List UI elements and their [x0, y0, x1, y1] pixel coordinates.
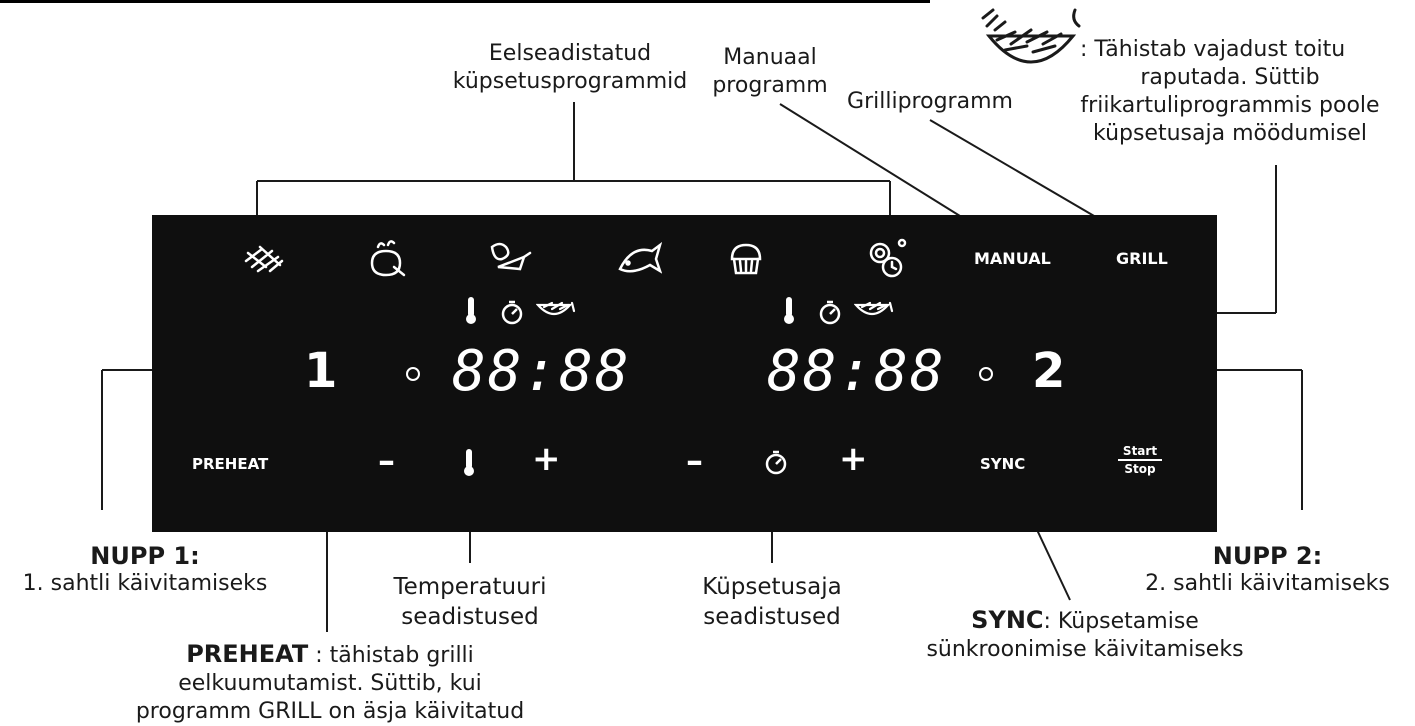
shake-note-annotation: : Tähistab vajadust toitu: [1080, 36, 1410, 64]
button2-desc: 2. sahtli käivitamiseks: [1145, 571, 1390, 596]
sync-button[interactable]: SYNC: [980, 455, 1026, 473]
preset-programs-annotation: Eelseadistatud küpsetusprogrammid: [400, 40, 740, 96]
time-settings-annotation: Küpsetusaja seadistused: [662, 572, 882, 632]
zone2-indicator-dot: [979, 367, 993, 381]
shake-note-line3: friikartuliprogrammis poole: [1080, 93, 1380, 118]
time-settings-line1: Küpsetusaja: [702, 574, 842, 600]
shake-note-line1: : Tähistab vajadust toitu: [1080, 37, 1346, 62]
custom-program-icon[interactable]: [862, 235, 910, 281]
manual-program-line1: Manuaal: [723, 45, 817, 70]
zone2-display: 88:88: [767, 339, 946, 404]
shake-status-icon-zone2: [854, 301, 894, 316]
shake-basket-icon: [981, 8, 1081, 64]
start-label: Start: [1118, 443, 1162, 461]
preheat-indicator: PREHEAT: [192, 455, 269, 473]
preset-programs-line1: Eelseadistatud: [488, 41, 652, 66]
timer-icon: [765, 450, 787, 475]
shake-status-icon-zone1: [536, 301, 576, 316]
shake-note-line2: raputada. Süttib: [1140, 65, 1320, 90]
zone1-display: 88:88: [452, 339, 631, 404]
preheat-annotation-title: PREHEAT: [186, 640, 309, 668]
shake-note-continued: raputada. Süttib friikartuliprogrammis p…: [1050, 64, 1410, 148]
preheat-annotation-line1: : tähistab grilli: [308, 643, 474, 668]
temperature-minus-button[interactable]: –: [378, 441, 395, 481]
temp-settings-line1: Temperatuuri: [393, 574, 547, 600]
temperature-plus-button[interactable]: +: [532, 439, 561, 479]
grill-program-annotation: Grilliprogramm: [847, 89, 1013, 114]
manual-program-annotation: Manuaal programm: [680, 44, 860, 100]
button2-annotation: NUPP 2: 2. sahtli käivitamiseks: [1120, 542, 1415, 598]
time-settings-line2: seadistused: [703, 604, 841, 630]
manual-program-line2: programm: [712, 73, 828, 98]
button1-desc: 1. sahtli käivitamiseks: [22, 571, 268, 596]
sync-annotation-title: SYNC: [971, 606, 1044, 634]
button1-annotation: NUPP 1: 1. sahtli käivitamiseks: [0, 542, 290, 598]
shake-note-line4: küpsetusaja möödumisel: [1093, 121, 1367, 146]
stop-label: Stop: [1124, 462, 1156, 476]
fish-program-icon[interactable]: [612, 241, 662, 277]
chicken-program-icon[interactable]: [364, 237, 408, 281]
temp-settings-annotation: Temperatuuri seadistused: [360, 572, 580, 632]
temperature-status-icon-zone2: [784, 297, 794, 324]
button2-title: NUPP 2:: [1212, 542, 1323, 570]
start-stop-button[interactable]: Start Stop: [1118, 443, 1162, 477]
manual-button[interactable]: MANUAL: [974, 249, 1051, 268]
time-plus-button[interactable]: +: [839, 439, 868, 479]
preheat-annotation-line2: eelkuumutamist. Süttib, kui: [178, 671, 482, 696]
temperature-icon: [464, 449, 474, 476]
zone1-button[interactable]: 1: [304, 343, 338, 399]
preheat-annotation-line3: programm GRILL on äsja käivitatud: [135, 699, 525, 724]
zone2-button[interactable]: 2: [1032, 343, 1066, 399]
sync-annotation-line2: sünkroonimise käivitamiseks: [926, 637, 1244, 662]
preset-programs-line2: küpsetusprogrammid: [452, 69, 688, 94]
timer-status-icon-zone2: [819, 300, 841, 325]
button1-title: NUPP 1:: [90, 542, 200, 570]
grill-button[interactable]: GRILL: [1116, 249, 1168, 268]
time-minus-button[interactable]: –: [686, 441, 703, 481]
temp-settings-line2: seadistused: [401, 604, 539, 630]
top-border: [0, 0, 930, 3]
timer-status-icon-zone1: [501, 300, 523, 325]
zone1-indicator-dot: [406, 367, 420, 381]
preheat-annotation: PREHEAT : tähistab grilli eelkuumutamist…: [120, 640, 540, 726]
fries-program-icon[interactable]: [242, 241, 286, 277]
vegetables-program-icon[interactable]: [484, 237, 532, 281]
cake-program-icon[interactable]: [726, 239, 766, 279]
sync-annotation: SYNC: Küpsetamise sünkroonimise käivitam…: [900, 606, 1270, 664]
control-panel: MANUAL GRILL 1 88:88 88:88 2 PREHEAT – +…: [152, 215, 1217, 532]
temperature-status-icon-zone1: [466, 297, 476, 324]
sync-annotation-line1: : Küpsetamise: [1043, 609, 1199, 634]
